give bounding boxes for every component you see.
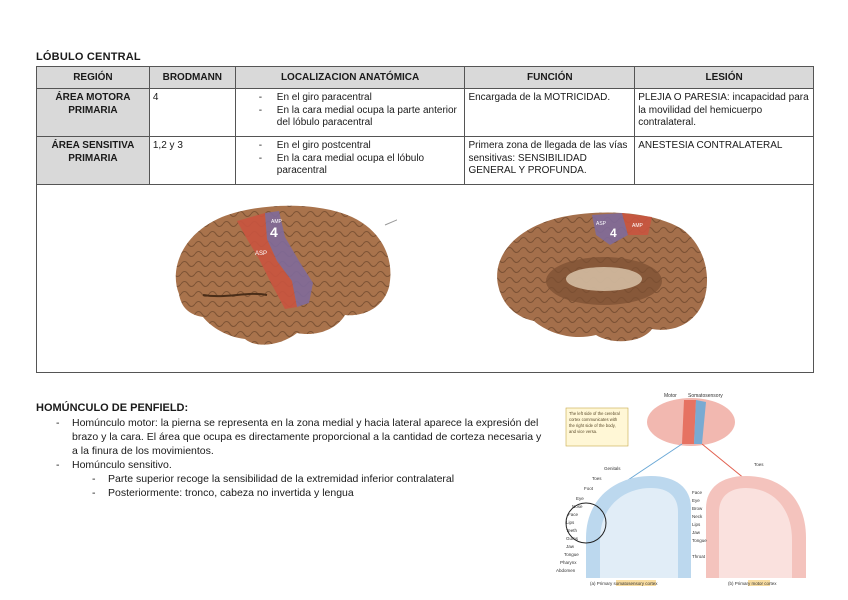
central-lobe-table: REGIÓN BRODMANN LOCALIZACION ANATÓMICA F…: [36, 66, 814, 373]
list-item: Posteriormente: tronco, cabeza no invert…: [36, 486, 546, 500]
sensory-body-labels: Genitals Toes Foot Eye Nose Face Lips Te…: [556, 466, 621, 573]
svg-text:Toes: Toes: [754, 462, 764, 467]
amp-label: AMP: [271, 219, 283, 225]
brodmann-cell: 4: [148, 88, 236, 137]
medial-brain-image: 4 ASP AMP: [497, 212, 708, 342]
svg-text:Toes: Toes: [592, 476, 602, 481]
caption-a: (a) Primary somatosensory cortex: [590, 581, 658, 586]
list-item: Homúnculo motor: la pierna se representa…: [36, 416, 546, 458]
header-location: LOCALIZACION ANATÓMICA: [234, 66, 466, 89]
location-item: En la cara medial ocupa la parte anterio…: [259, 105, 462, 130]
lateral-brain-image: 4 ASP AMP: [175, 205, 397, 345]
svg-text:Abdomen: Abdomen: [556, 568, 576, 573]
function-cell: Primera zona de llegada de las vías sens…: [464, 136, 636, 185]
location-item: En el giro paracentral: [259, 92, 462, 105]
svg-text:Throat: Throat: [692, 554, 706, 559]
svg-text:Genitals: Genitals: [604, 466, 621, 471]
brain-images-cell: 4 ASP AMP 4 ASP AMP: [36, 184, 814, 373]
header-lesion: LESIÓN: [634, 66, 814, 89]
svg-text:Jaw: Jaw: [692, 530, 701, 535]
location-item: En la cara medial ocupa el lóbulo parace…: [259, 153, 462, 178]
region-cell: ÁREA MOTORA PRIMARIA: [36, 88, 150, 137]
svg-text:Tongue: Tongue: [564, 552, 579, 557]
penfield-homunculus-figure: Motor Somatosensory The left side of the…: [556, 393, 806, 586]
brodmann-4-label: 4: [270, 224, 278, 240]
asp-medial-label: ASP: [596, 221, 607, 227]
location-item: En el giro postcentral: [259, 140, 462, 153]
header-function: FUNCIÓN: [464, 66, 636, 89]
svg-text:Face: Face: [692, 490, 703, 495]
svg-text:Gums: Gums: [566, 536, 579, 541]
table-row: ÁREA MOTORA PRIMARIA 4 En el giro parace…: [36, 88, 814, 137]
location-cell: En el giro postcentral En la cara medial…: [234, 136, 466, 185]
list-item: Homúnculo sensitivo.: [36, 458, 546, 472]
header-brodmann: BRODMANN: [148, 66, 236, 89]
svg-text:Tongue: Tongue: [692, 538, 707, 543]
brodmann-4-medial-label: 4: [610, 226, 617, 240]
asp-label: ASP: [255, 251, 267, 257]
svg-text:Foot: Foot: [584, 486, 594, 491]
region-cell: ÁREA SENSITIVA PRIMARIA: [36, 136, 150, 185]
svg-text:Face: Face: [568, 512, 579, 517]
lesion-cell: PLEJIA O PARESIA: incapacidad para la mo…: [634, 88, 814, 137]
motor-label: Motor: [664, 393, 677, 399]
amp-medial-label: AMP: [632, 223, 644, 229]
header-region: REGIÓN: [36, 66, 150, 89]
brodmann-cell: 1,2 y 3: [148, 136, 236, 185]
caption-b: (b) Primary motor cortex: [728, 581, 777, 586]
homunculus-list: Homúnculo motor: la pierna se representa…: [36, 416, 546, 500]
table-row: ÁREA SENSITIVA PRIMARIA 1,2 y 3 En el gi…: [36, 136, 814, 185]
svg-text:Nose: Nose: [572, 504, 583, 509]
section-title: LÓBULO CENTRAL: [36, 51, 141, 63]
svg-text:Jaw: Jaw: [566, 544, 575, 549]
motor-body-labels: Toes Face Eye Brow Neck Lips Jaw Tongue …: [692, 462, 764, 559]
table-header-row: REGIÓN BRODMANN LOCALIZACION ANATÓMICA F…: [36, 66, 814, 89]
svg-text:Eye: Eye: [576, 496, 584, 501]
location-cell: En el giro paracentral En la cara medial…: [234, 88, 466, 137]
svg-text:Lips: Lips: [692, 522, 701, 527]
function-cell: Encargada de la MOTRICIDAD.: [464, 88, 636, 137]
list-item: Parte superior recoge la sensibilidad de…: [36, 472, 546, 486]
callout-text: The left side of the cerebral cortex com…: [569, 411, 621, 434]
svg-text:Teeth: Teeth: [566, 528, 578, 533]
lesion-cell: ANESTESIA CONTRALATERAL: [634, 136, 814, 185]
homunculus-title: HOMÚNCULO DE PENFIELD:: [36, 402, 189, 414]
somatosensory-label: Somatosensory: [688, 393, 723, 399]
svg-text:Pharynx: Pharynx: [560, 560, 577, 565]
svg-text:Neck: Neck: [692, 514, 703, 519]
svg-text:Eye: Eye: [692, 498, 700, 503]
svg-text:Brow: Brow: [692, 506, 703, 511]
svg-text:Lips: Lips: [566, 520, 575, 525]
image-row: 4 ASP AMP 4 ASP AMP: [36, 184, 814, 373]
